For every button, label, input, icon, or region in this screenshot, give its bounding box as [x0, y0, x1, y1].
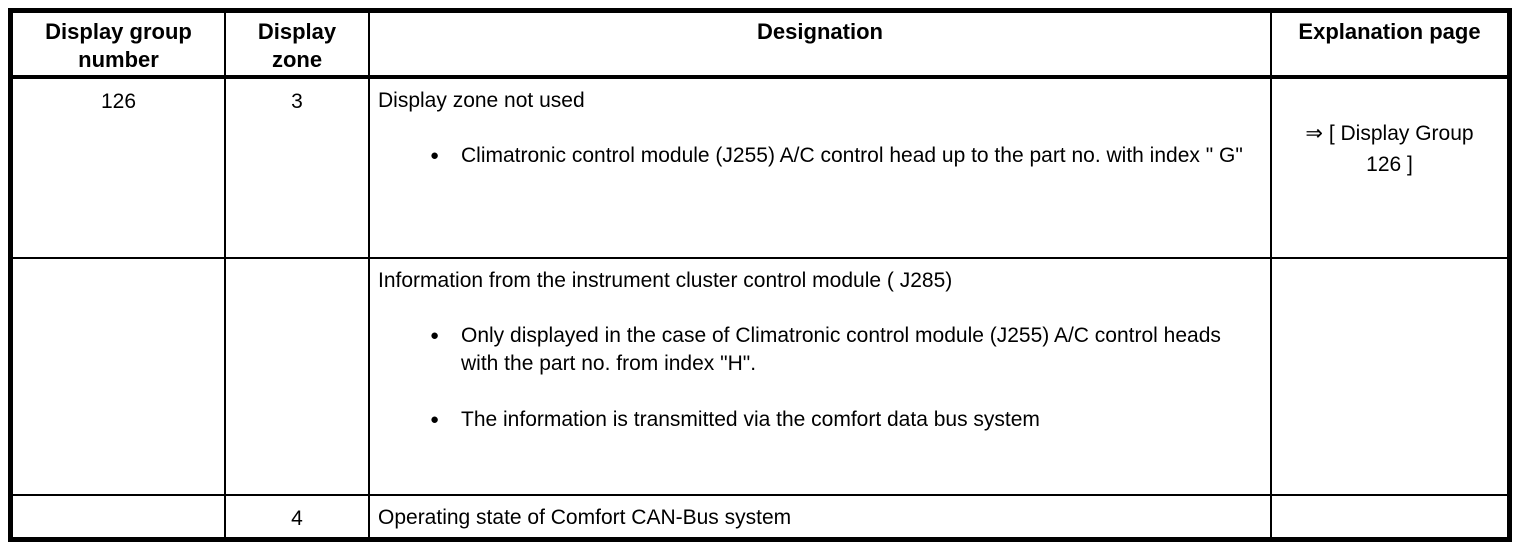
list-item: ● The information is transmitted via the… — [430, 406, 1258, 434]
cell-group-number-row3 — [13, 496, 226, 537]
bullet-list: ● Climatronic control module (J255) A/C … — [378, 142, 1258, 170]
designation-intro: Operating state of Comfort CAN-Bus syste… — [378, 506, 792, 529]
bullet-icon: ● — [430, 411, 440, 428]
cell-group-number-row2 — [13, 259, 226, 496]
bullet-item-text: Climatronic control module (J255) A/C co… — [461, 144, 1243, 167]
header-explanation-page: Explanation page — [1272, 13, 1507, 79]
cell-display-zone-row1: 3 — [226, 79, 370, 259]
designation-intro: Information from the instrument cluster … — [378, 269, 953, 292]
display-group-126-reference[interactable]: ⇒ [ Display Group 126 ] — [1305, 122, 1474, 176]
header-display-zone: Display zone — [226, 13, 370, 79]
designation-intro: Display zone not used — [378, 89, 585, 112]
bullet-item-text: Only displayed in the case of Climatroni… — [461, 324, 1221, 375]
bullet-item-text: The information is transmitted via the c… — [461, 408, 1040, 431]
list-item: ● Only displayed in the case of Climatro… — [430, 322, 1258, 378]
display-group-table: Display group number Display zone Design… — [8, 8, 1512, 542]
cell-designation-row3: Operating state of Comfort CAN-Bus syste… — [370, 496, 1272, 537]
cell-explanation-row3 — [1272, 496, 1507, 537]
header-display-group-number: Display group number — [13, 13, 226, 79]
bullet-list: ● Only displayed in the case of Climatro… — [378, 322, 1258, 434]
cell-explanation-row2 — [1272, 259, 1507, 496]
bullet-icon: ● — [430, 327, 440, 344]
bullet-icon: ● — [430, 147, 440, 164]
cell-explanation-row1: ⇒ [ Display Group 126 ] — [1272, 79, 1507, 259]
cell-group-number-row1: 126 — [13, 79, 226, 259]
cell-display-zone-row2 — [226, 259, 370, 496]
cell-designation-row2: Information from the instrument cluster … — [370, 259, 1272, 496]
header-designation: Designation — [370, 13, 1272, 79]
cell-display-zone-row3: 4 — [226, 496, 370, 537]
list-item: ● Climatronic control module (J255) A/C … — [430, 142, 1258, 170]
cell-designation-row1: Display zone not used ● Climatronic cont… — [370, 79, 1272, 259]
